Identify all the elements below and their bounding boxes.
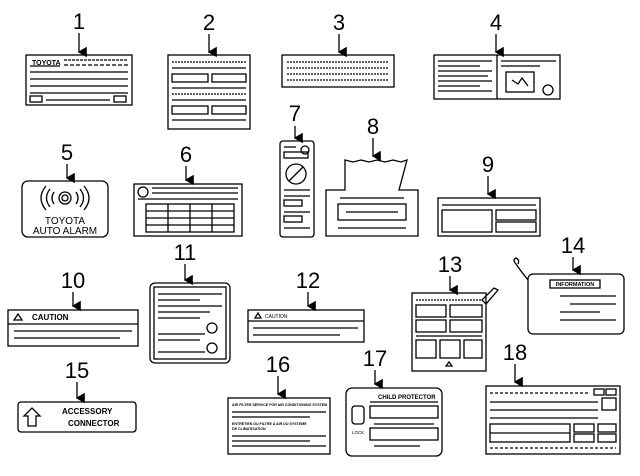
information-text: INFORMATION	[556, 282, 594, 288]
air-filter-text-fr-1: ENTRETIEN DU FILTRE A AIR DU SYSTEME	[232, 422, 307, 426]
lock-text: LOCK	[352, 430, 364, 435]
label-17: CHILD PROTECTOR LOCK	[345, 370, 443, 457]
air-filter-text-en: AIR FILTER SERVICE FOR AIR CONDITIONING …	[232, 403, 327, 407]
callout-16: 16	[265, 352, 291, 377]
label-5: TOYOTA AUTO ALARM	[21, 164, 109, 238]
callout-10: 10	[60, 268, 86, 293]
callout-14: 14	[560, 233, 586, 258]
caution-10-text: CAUTION	[32, 313, 69, 322]
label-9	[437, 176, 541, 237]
child-protector-text: CHILD PROTECTOR	[378, 395, 436, 401]
label-11	[149, 264, 231, 364]
callout-5: 5	[60, 140, 74, 165]
label-8	[325, 138, 419, 237]
label-12: CAUTION	[247, 292, 365, 343]
label-6	[133, 166, 243, 237]
callout-8: 8	[366, 114, 380, 139]
callout-6: 6	[179, 142, 193, 167]
label-10: CAUTION	[7, 292, 139, 347]
callout-7: 7	[288, 101, 302, 126]
alarm-text-1: TOYOTA	[45, 216, 86, 227]
accessory-text-1: ACCESSORY	[62, 407, 113, 416]
callout-15: 15	[64, 358, 90, 383]
label-15: ACCESSORY CONNECTOR	[17, 382, 137, 433]
label-16: AIR FILTER SERVICE FOR AIR CONDITIONING …	[227, 376, 331, 455]
label-14: INFORMATION	[513, 257, 625, 335]
callout-9: 9	[481, 152, 495, 177]
callout-13: 13	[437, 252, 463, 277]
air-filter-text-fr-2: DE CLIMATISATION	[232, 427, 266, 431]
callout-3: 3	[332, 10, 346, 35]
label-7	[279, 126, 315, 238]
callout-4: 4	[489, 10, 503, 35]
label-1: TOYOTA	[25, 33, 133, 106]
callout-2: 2	[202, 10, 216, 35]
label-1-brand: TOYOTA	[32, 60, 61, 67]
callout-18: 18	[502, 340, 528, 365]
label-13	[411, 276, 500, 372]
accessory-text-2: CONNECTOR	[68, 419, 120, 428]
callout-11: 11	[173, 240, 197, 265]
label-3	[281, 34, 395, 88]
label-4	[433, 34, 561, 100]
callout-12: 12	[295, 268, 321, 293]
caution-12-text: CAUTION	[265, 314, 288, 320]
alarm-text-2: AUTO ALARM	[33, 226, 97, 237]
callout-1: 1	[72, 9, 86, 34]
label-18	[485, 364, 621, 455]
label-2	[167, 34, 251, 130]
callout-17: 17	[362, 346, 388, 371]
